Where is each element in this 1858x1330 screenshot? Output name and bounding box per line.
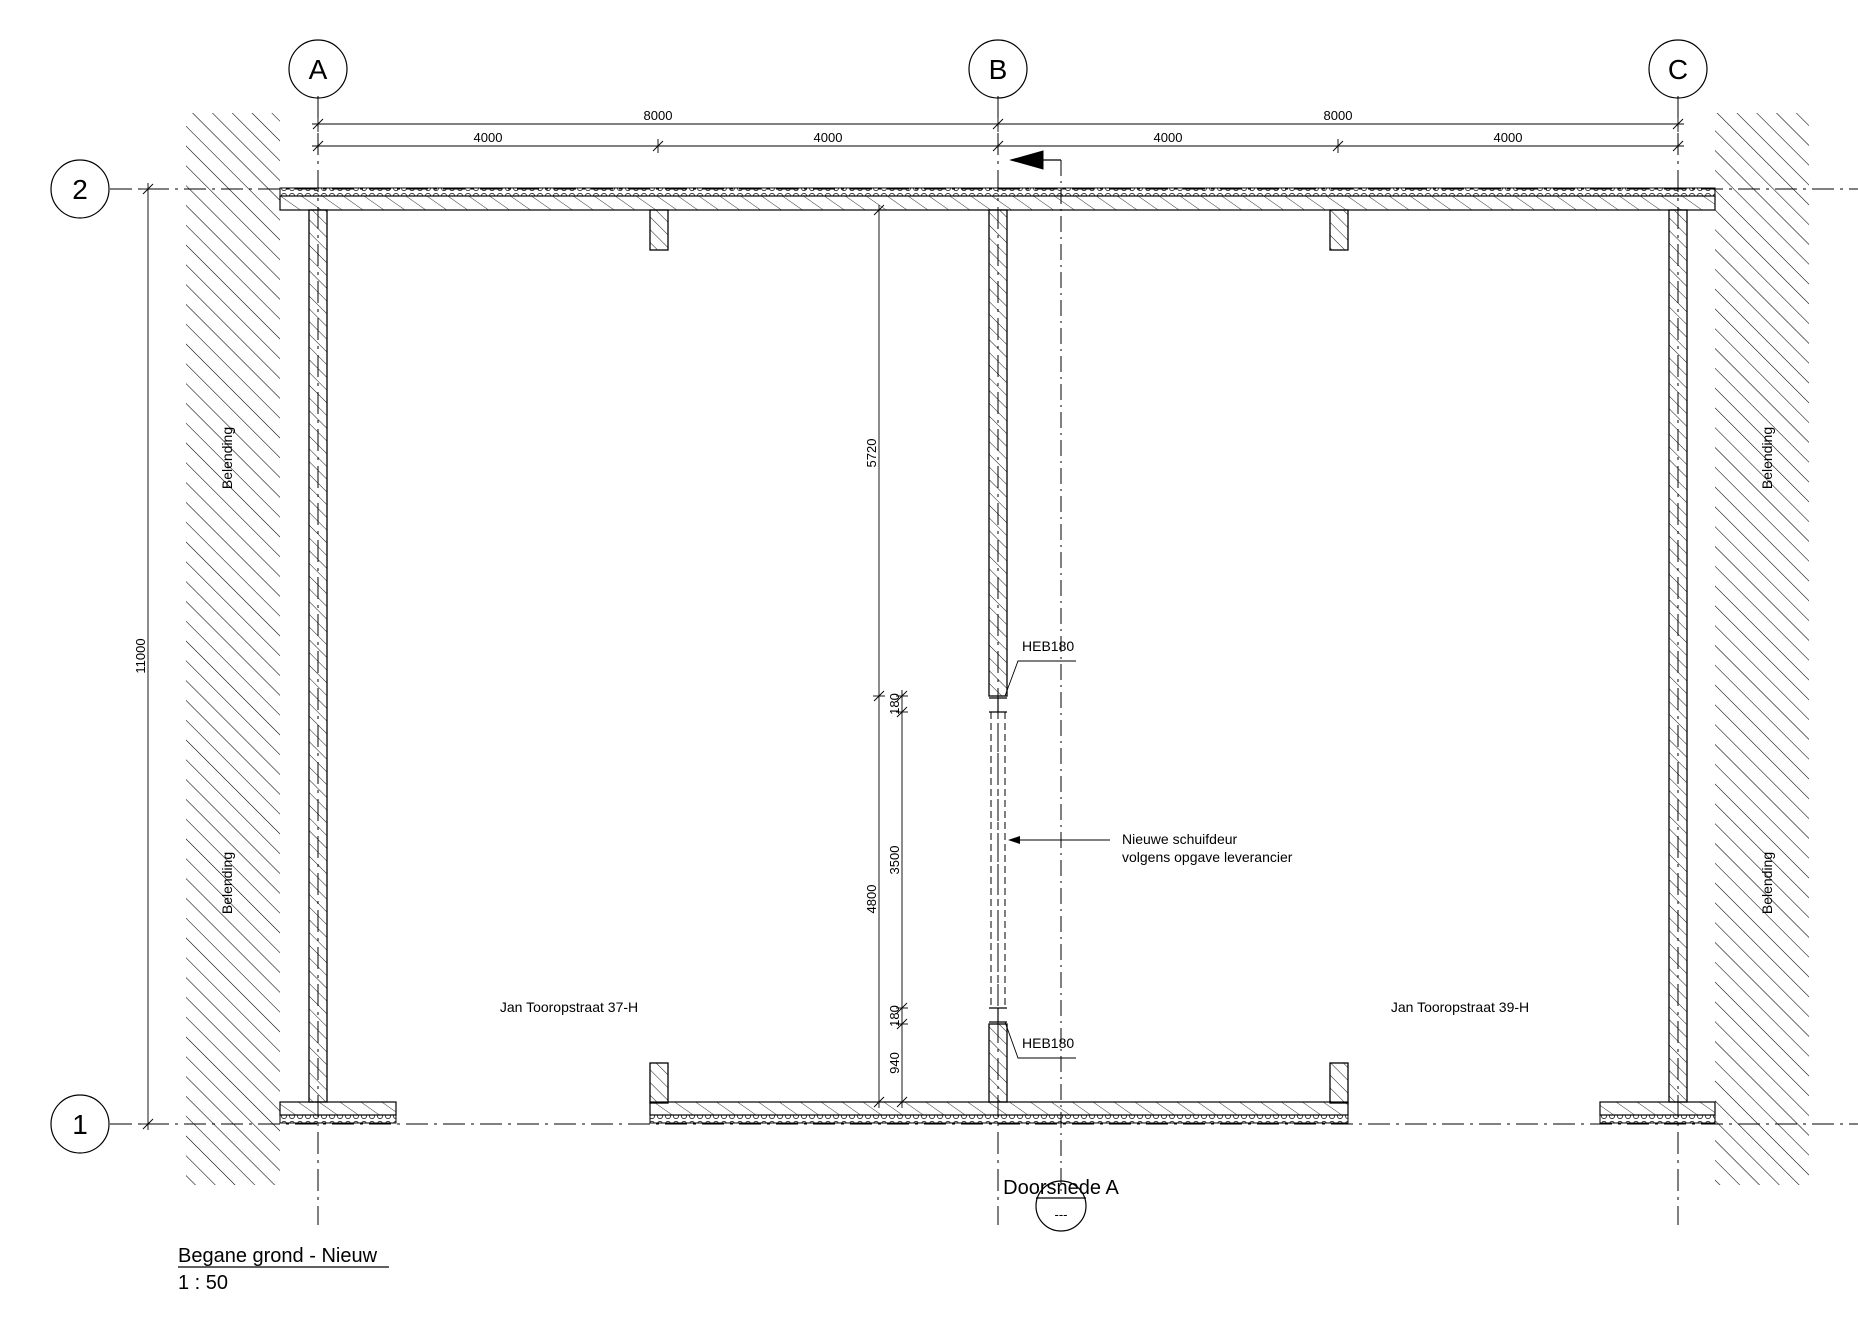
svg-text:8000: 8000	[644, 108, 673, 123]
svg-text:---: ---	[1055, 1207, 1068, 1222]
label-neighbor-left-lower: Belending	[219, 852, 235, 914]
grid-bubble-b: B	[968, 39, 1028, 99]
bottom-slab-right	[1599, 1101, 1716, 1124]
svg-text:HEB180: HEB180	[1022, 638, 1074, 654]
svg-text:3500: 3500	[887, 846, 902, 875]
drawing-title: Begane grond - Nieuw 1 : 50	[178, 1245, 389, 1294]
wall-axis-b-upper	[988, 209, 1008, 697]
svg-text:180: 180	[887, 1005, 902, 1027]
interior-dimensions: 5720 4800 180 3500 180 940	[864, 204, 908, 1108]
section-line-a	[1009, 150, 1062, 1192]
svg-text:4000: 4000	[1154, 130, 1183, 145]
wall-axis-b-lower	[988, 1023, 1008, 1103]
svg-text:180: 180	[887, 693, 902, 715]
label-unit-right: Jan Tooropstraat 39-H	[1391, 999, 1529, 1015]
sliding-door	[990, 712, 1006, 1008]
label-neighbor-left-upper: Belending	[219, 427, 235, 489]
svg-text:4000: 4000	[1494, 130, 1523, 145]
svg-text:11000: 11000	[133, 638, 148, 673]
svg-text:C: C	[1668, 54, 1688, 85]
label-neighbor-right-lower: Belending	[1759, 852, 1775, 914]
svg-text:1 : 50: 1 : 50	[178, 1272, 228, 1294]
wall-axis-a	[308, 209, 328, 1103]
section-marker-a: Doorsnede A ---	[1003, 1177, 1119, 1232]
neighbor-zone-left	[186, 113, 280, 1185]
bottom-slab-left	[279, 1101, 397, 1124]
label-unit-left: Jan Tooropstraat 37-H	[500, 999, 638, 1015]
beam-heb180-bottom	[989, 1007, 1007, 1023]
overall-height-dimension: 11000	[133, 183, 156, 1130]
svg-text:940: 940	[887, 1052, 902, 1074]
svg-text:4800: 4800	[864, 885, 879, 914]
svg-text:5720: 5720	[864, 439, 879, 468]
top-dimension-totals: 8000 8000	[312, 108, 1684, 132]
svg-text:Begane grond - Nieuw: Begane grond - Nieuw	[178, 1245, 378, 1267]
top-dimension-subdivisions: 4000 4000 4000 4000	[312, 130, 1684, 153]
label-beam-bottom: HEB180	[1004, 1021, 1076, 1059]
pilaster-top-left	[649, 209, 669, 251]
pilaster-top-right	[1329, 209, 1349, 251]
svg-text:8000: 8000	[1324, 108, 1353, 123]
grid-bubble-1: 1	[50, 1094, 110, 1154]
pilaster-bottom-left	[649, 1062, 669, 1104]
beam-heb180-top	[989, 697, 1007, 713]
svg-text:2: 2	[72, 174, 88, 205]
svg-text:4000: 4000	[814, 130, 843, 145]
svg-text:volgens opgave leverancier: volgens opgave leverancier	[1122, 849, 1293, 865]
grid-bubble-2: 2	[50, 159, 110, 219]
bottom-slab-middle	[649, 1101, 1349, 1124]
svg-text:Nieuwe schuifdeur: Nieuwe schuifdeur	[1122, 831, 1238, 847]
wall-axis-c	[1668, 209, 1688, 1103]
label-sliding-door-note: Nieuwe schuifdeur volgens opgave leveran…	[1008, 831, 1293, 865]
label-neighbor-right-upper: Belending	[1759, 427, 1775, 489]
neighbor-zone-right	[1715, 113, 1809, 1185]
top-slab	[279, 187, 1716, 211]
label-beam-top: HEB180	[1004, 638, 1076, 697]
grid-bubble-a: A	[288, 39, 348, 99]
svg-text:B: B	[989, 54, 1008, 85]
svg-text:HEB180: HEB180	[1022, 1035, 1074, 1051]
pilaster-bottom-right	[1329, 1062, 1349, 1104]
svg-text:A: A	[309, 54, 328, 85]
svg-text:Doorsnede A: Doorsnede A	[1003, 1177, 1119, 1199]
svg-text:1: 1	[72, 1109, 88, 1140]
svg-text:4000: 4000	[474, 130, 503, 145]
grid-bubble-c: C	[1648, 39, 1708, 99]
